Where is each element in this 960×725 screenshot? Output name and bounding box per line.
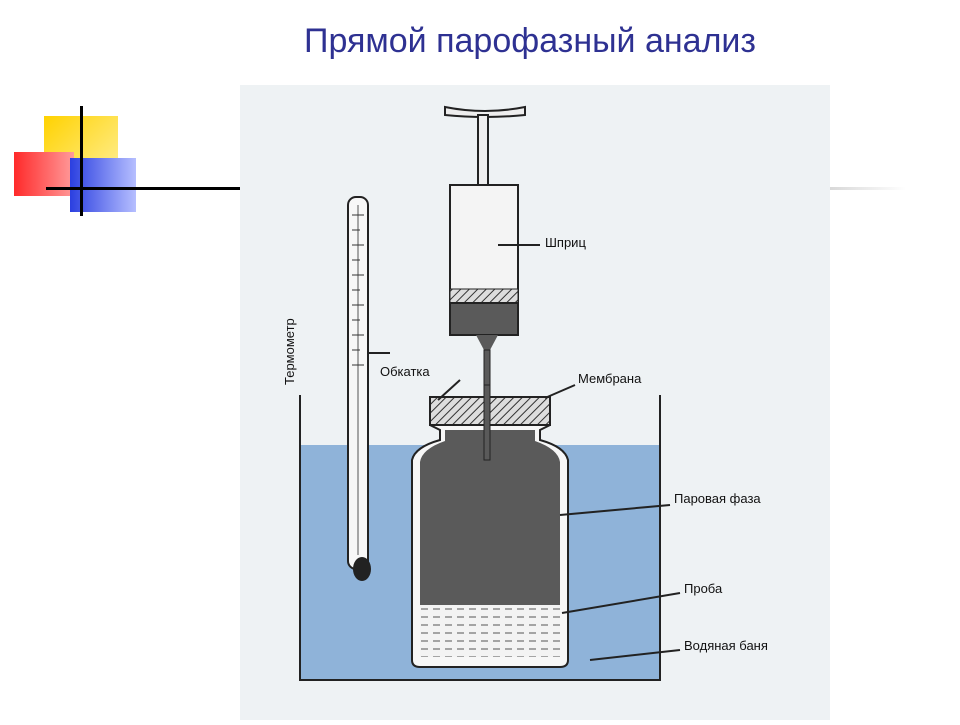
- label-vapor-phase: Паровая фаза: [674, 491, 761, 506]
- vial: [411, 384, 569, 668]
- label-syringe: Шприц: [545, 235, 586, 250]
- sample-liquid: [420, 605, 560, 657]
- slide-title: Прямой парофазный анализ: [304, 22, 756, 60]
- label-membrane: Мембрана: [578, 371, 642, 386]
- diagram-svg: Шприц Термометр Обкатка Мембрана Паровая…: [282, 105, 768, 681]
- decor-horizontal-line: [46, 187, 240, 190]
- decor-fade-line: [830, 187, 906, 190]
- label-water-bath: Водяная баня: [684, 638, 768, 653]
- headspace-diagram: Шприц Термометр Обкатка Мембрана Паровая…: [240, 85, 830, 720]
- label-sample: Проба: [684, 581, 723, 596]
- bath-walls: [299, 395, 661, 681]
- thermometer-icon: [347, 196, 371, 581]
- decor-vertical-line: [80, 106, 83, 216]
- label-crimp: Обкатка: [380, 364, 430, 379]
- label-thermometer: Термометр: [282, 318, 297, 385]
